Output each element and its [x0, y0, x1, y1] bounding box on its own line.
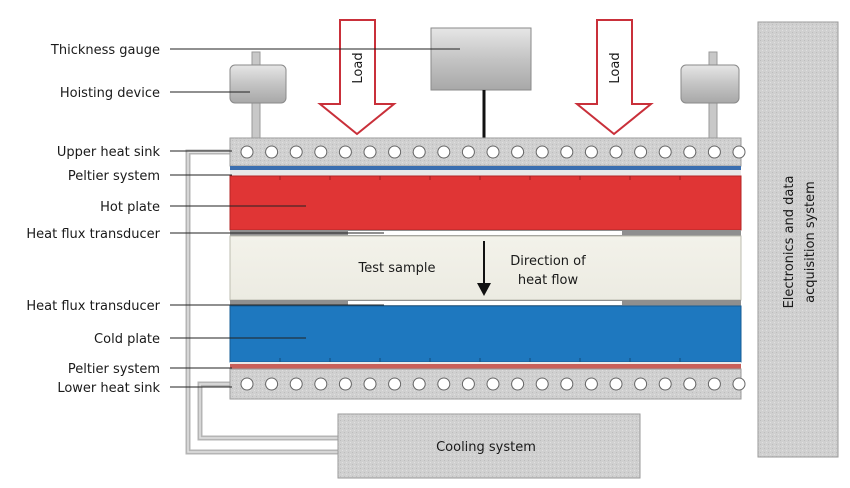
heat-sink-hole — [240, 377, 254, 391]
heat-sink-hole — [265, 145, 279, 159]
load-label-left: Load — [351, 52, 366, 83]
heat-sink-hole — [338, 377, 352, 391]
label-peltier-system-lower: Peltier system — [68, 362, 160, 377]
heat-sink-hole — [732, 377, 746, 391]
heat-sink-hole — [584, 377, 598, 391]
heat-sink-hole — [634, 377, 648, 391]
hoisting-device-right — [680, 64, 740, 104]
peltier-lower — [230, 364, 741, 369]
heat-sink-hole — [658, 377, 672, 391]
heat-sink-hole — [609, 145, 623, 159]
thickness-gauge — [430, 27, 532, 91]
load-arrow-left — [317, 19, 397, 136]
heat-sink-hole — [658, 145, 672, 159]
hoisting-device-left — [229, 64, 287, 104]
peltier-upper — [230, 166, 741, 170]
load-label-right: Load — [608, 52, 623, 83]
upper-heat-sink-holes — [240, 145, 746, 159]
leader-lines — [170, 48, 460, 388]
heat-flux-transducer-upper — [230, 230, 741, 236]
label-lower-heat-sink: Lower heat sink — [57, 381, 160, 396]
electronics-label-line1: Electronics and data — [782, 176, 797, 309]
heat-sink-hole — [486, 145, 500, 159]
label-hot-plate: Hot plate — [100, 200, 160, 215]
label-hoisting-device: Hoisting device — [60, 86, 160, 101]
label-thickness-gauge: Thickness gauge — [50, 43, 160, 58]
label-cold-plate: Cold plate — [94, 332, 160, 347]
direction-label-line1: Direction of — [510, 254, 586, 269]
electronics-label-line2: acquisition system — [803, 181, 818, 303]
cooling-system-label: Cooling system — [436, 440, 536, 455]
heat-sink-hole — [240, 145, 254, 159]
heat-sink-hole — [412, 377, 426, 391]
heat-sink-hole — [289, 145, 303, 159]
heat-sink-hole — [683, 377, 697, 391]
heat-sink-hole — [535, 145, 549, 159]
heat-sink-hole — [461, 377, 475, 391]
label-upper-heat-sink: Upper heat sink — [57, 145, 161, 160]
cold-plate-ticks — [279, 358, 681, 362]
heat-sink-hole — [511, 145, 525, 159]
heat-sink-hole — [732, 145, 746, 159]
heat-sink-hole — [388, 145, 402, 159]
label-heat-flux-transducer-upper: Heat flux transducer — [26, 227, 160, 242]
heat-sink-hole — [609, 377, 623, 391]
heat-sink-hole — [461, 145, 475, 159]
cooling-system-box — [337, 413, 641, 479]
heat-sink-hole — [535, 377, 549, 391]
hot-plate-ticks — [279, 176, 681, 180]
heat-sink-hole — [289, 377, 303, 391]
heat-sink-hole — [707, 377, 721, 391]
heat-sink-hole — [363, 145, 377, 159]
cold-plate — [229, 305, 742, 363]
heat-sink-hole — [634, 145, 648, 159]
heat-sink-hole — [707, 145, 721, 159]
heat-sink-hole — [511, 377, 525, 391]
load-arrow-right — [574, 19, 654, 136]
label-heat-flux-transducer-lower: Heat flux transducer — [26, 299, 160, 314]
direction-label-line2: heat flow — [518, 273, 579, 288]
heat-sink-hole — [683, 145, 697, 159]
lower-heat-sink-holes — [240, 377, 746, 391]
heat-sink-hole — [338, 145, 352, 159]
heat-sink-hole — [560, 145, 574, 159]
heat-sink-hole — [584, 145, 598, 159]
test-sample-label: Test sample — [358, 261, 436, 276]
heat-flux-transducer-lower — [230, 300, 741, 306]
heat-sink-hole — [437, 377, 451, 391]
label-peltier-system-upper: Peltier system — [68, 169, 160, 184]
heat-flow-arrow-head — [477, 283, 491, 296]
heat-sink-hole — [388, 377, 402, 391]
heat-sink-hole — [560, 377, 574, 391]
heat-sink-hole — [314, 145, 328, 159]
heat-sink-hole — [486, 377, 500, 391]
heat-sink-hole — [265, 377, 279, 391]
heat-sink-hole — [412, 145, 426, 159]
heat-sink-hole — [314, 377, 328, 391]
heat-sink-hole — [437, 145, 451, 159]
electronics-box — [757, 21, 839, 458]
heat-sink-hole — [363, 377, 377, 391]
hot-plate — [229, 175, 742, 231]
